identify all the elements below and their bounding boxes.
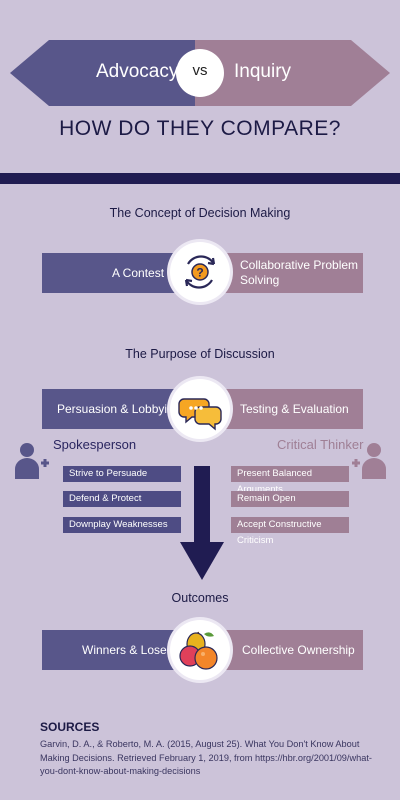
- section-divider: [0, 173, 400, 184]
- sources-heading: SOURCES: [40, 720, 100, 734]
- question-mark: ?: [196, 266, 203, 280]
- concept-advocacy-text: A Contest: [112, 265, 165, 280]
- concept-inquiry-text: Collaborative Problem Solving: [240, 258, 358, 288]
- advocacy-trait-1: Strive to Persuade: [63, 466, 181, 482]
- outcomes-heading: Outcomes: [171, 591, 229, 605]
- inquiry-banner: [195, 40, 390, 106]
- speech-bubbles-icon: [170, 379, 230, 439]
- concept-inquiry-line1: Collaborative Problem: [240, 258, 359, 272]
- sources-citation: Garvin, D. A., & Roberto, M. A. (2015, A…: [40, 739, 372, 776]
- concept-heading: The Concept of Decision Making: [109, 206, 291, 220]
- page-title: HOW DO THEY COMPARE?: [59, 117, 341, 140]
- inquiry-trait-3: Accept Constructive Criticism: [231, 517, 349, 546]
- inquiry-label: Inquiry: [234, 61, 292, 82]
- inquiry-role: Critical Thinker: [277, 437, 364, 452]
- vs-badge: vs: [176, 40, 224, 106]
- fruit-basket-icon: [170, 620, 230, 680]
- vs-label: vs: [192, 62, 208, 79]
- inquiry-trait-1: Present Balanced Arguments: [231, 466, 349, 495]
- add-user-icon-right: [351, 441, 387, 484]
- down-arrow-icon: [180, 466, 224, 587]
- outcomes-inquiry-text: Collective Ownership: [242, 642, 355, 657]
- advocacy-banner: [10, 40, 205, 106]
- advocacy-trait-2: Defend & Protect: [63, 491, 181, 507]
- purpose-inquiry-text: Testing & Evaluation: [240, 401, 349, 416]
- advocacy-trait-3: Downplay Weaknesses: [63, 517, 181, 533]
- concept-inquiry-line2: Solving: [240, 273, 280, 287]
- inquiry-trait-2: Remain Open: [231, 491, 349, 507]
- advocacy-label: Advocacy: [96, 61, 179, 82]
- add-user-icon-left: [14, 441, 50, 484]
- cycle-question-icon: ?: [170, 242, 230, 302]
- advocacy-role: Spokesperson: [53, 437, 137, 452]
- outcomes-advocacy-text: Winners & Losers: [82, 642, 177, 657]
- purpose-heading: The Purpose of Discussion: [125, 347, 275, 361]
- purpose-advocacy-text: Persuasion & Lobbying: [57, 401, 181, 416]
